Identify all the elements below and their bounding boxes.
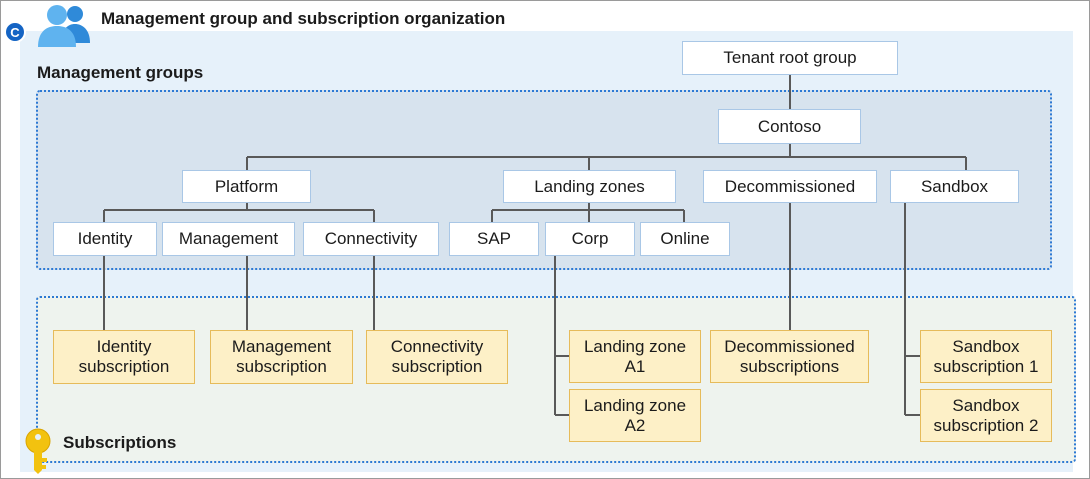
- people-group-icon: [38, 5, 90, 47]
- group-corp: Corp: [545, 222, 635, 256]
- group-platform: Platform: [182, 170, 311, 203]
- group-online: Online: [640, 222, 730, 256]
- key-icon: [25, 428, 51, 474]
- group-connectivity: Connectivity: [303, 222, 439, 256]
- group-decommissioned: Decommissioned: [703, 170, 877, 203]
- subscription-connectivity: Connectivity subscription: [366, 330, 508, 384]
- subscription-landing-zone-a2: Landing zone A2: [569, 389, 701, 442]
- group-contoso: Contoso: [718, 109, 861, 144]
- subscriptions-region: [36, 296, 1076, 463]
- group-management: Management: [162, 222, 295, 256]
- subscriptions-label: Subscriptions: [63, 433, 177, 452]
- subscription-management: Management subscription: [210, 330, 353, 384]
- page-title: Management group and subscription organi…: [101, 9, 506, 28]
- group-sap: SAP: [449, 222, 539, 256]
- group-landing-zones: Landing zones: [503, 170, 676, 203]
- group-sandbox: Sandbox: [890, 170, 1019, 203]
- subscription-sandbox-1: Sandbox subscription 1: [920, 330, 1052, 383]
- management-groups-label: Management groups: [37, 63, 204, 82]
- badge-c: C: [4, 21, 26, 43]
- group-identity: Identity: [53, 222, 157, 256]
- subscription-identity: Identity subscription: [53, 330, 195, 384]
- subscription-sandbox-2: Sandbox subscription 2: [920, 389, 1052, 442]
- subscription-decommissioned: Decommissioned subscriptions: [710, 330, 869, 383]
- group-tenant-root: Tenant root group: [682, 41, 898, 75]
- subscription-landing-zone-a1: Landing zone A1: [569, 330, 701, 383]
